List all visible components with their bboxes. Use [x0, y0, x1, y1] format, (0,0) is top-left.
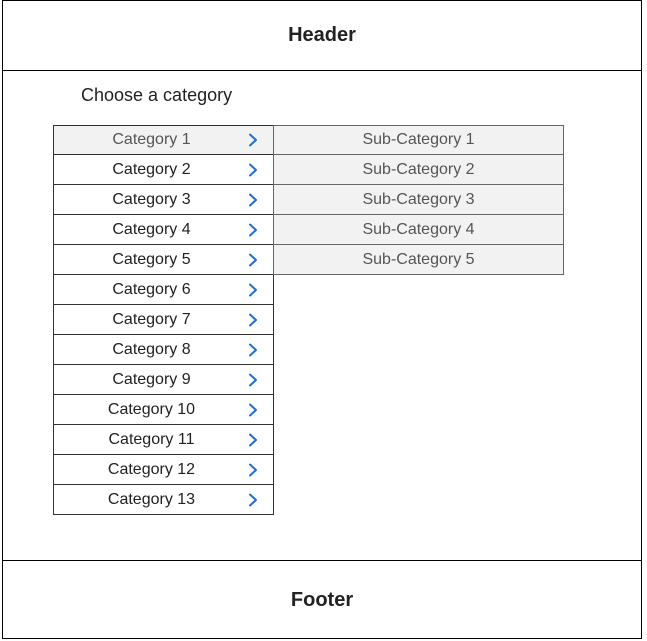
category-item-5[interactable]: Category 5	[53, 245, 274, 275]
category-label: Category 13	[107, 490, 196, 508]
category-label: Category 5	[112, 250, 191, 268]
page-header: Header	[2, 0, 642, 71]
chevron-right-icon	[247, 403, 259, 417]
category-list: Category 1 Category 2 Category 3 Categor…	[53, 125, 274, 515]
category-item-7[interactable]: Category 7	[53, 305, 274, 335]
category-item-6[interactable]: Category 6	[53, 275, 274, 305]
chevron-right-icon	[247, 313, 259, 327]
subcategory-item-5[interactable]: Sub-Category 5	[273, 245, 564, 275]
chevron-right-icon	[247, 343, 259, 357]
category-item-9[interactable]: Category 9	[53, 365, 274, 395]
chevron-right-icon	[247, 283, 259, 297]
header-title: Header	[288, 23, 356, 46]
category-label: Category 11	[108, 430, 195, 448]
chevron-right-icon	[247, 193, 259, 207]
category-label: Category 9	[112, 370, 191, 388]
category-label: Category 2	[112, 160, 191, 178]
chevron-right-icon	[247, 433, 259, 447]
page-footer: Footer	[2, 560, 642, 639]
category-item-13[interactable]: Category 13	[53, 485, 274, 515]
category-label: Category 12	[107, 460, 196, 478]
chevron-right-icon	[247, 493, 259, 507]
chevron-right-icon	[247, 463, 259, 477]
category-item-3[interactable]: Category 3	[53, 185, 274, 215]
category-item-2[interactable]: Category 2	[53, 155, 274, 185]
category-label: Category 1	[112, 131, 191, 148]
category-item-12[interactable]: Category 12	[53, 455, 274, 485]
category-label: Category 6	[112, 280, 191, 298]
footer-title: Footer	[290, 588, 354, 611]
subcategory-item-3[interactable]: Sub-Category 3	[273, 185, 564, 215]
category-item-4[interactable]: Category 4	[53, 215, 274, 245]
category-item-11[interactable]: Category 11	[53, 425, 274, 455]
category-prompt: Choose a category	[81, 85, 233, 105]
category-label: Category 4	[112, 220, 191, 238]
subcategory-list: Sub-Category 1 Sub-Category 2 Sub-Catego…	[273, 125, 564, 275]
chevron-right-icon	[247, 163, 259, 177]
category-label: Category 10	[107, 400, 196, 418]
category-label: Category 3	[112, 190, 191, 208]
category-item-8[interactable]: Category 8	[53, 335, 274, 365]
subcategory-item-4[interactable]: Sub-Category 4	[273, 215, 564, 245]
chevron-right-icon	[247, 253, 259, 267]
chevron-right-icon	[247, 223, 259, 237]
subcategory-item-2[interactable]: Sub-Category 2	[273, 155, 564, 185]
subcategory-item-1[interactable]: Sub-Category 1	[273, 125, 564, 155]
chevron-right-icon	[247, 133, 259, 147]
category-item-1[interactable]: Category 1	[53, 125, 274, 155]
category-item-10[interactable]: Category 10	[53, 395, 274, 425]
chevron-right-icon	[247, 373, 259, 387]
category-label: Category 7	[112, 310, 191, 328]
category-label: Category 8	[112, 340, 191, 358]
